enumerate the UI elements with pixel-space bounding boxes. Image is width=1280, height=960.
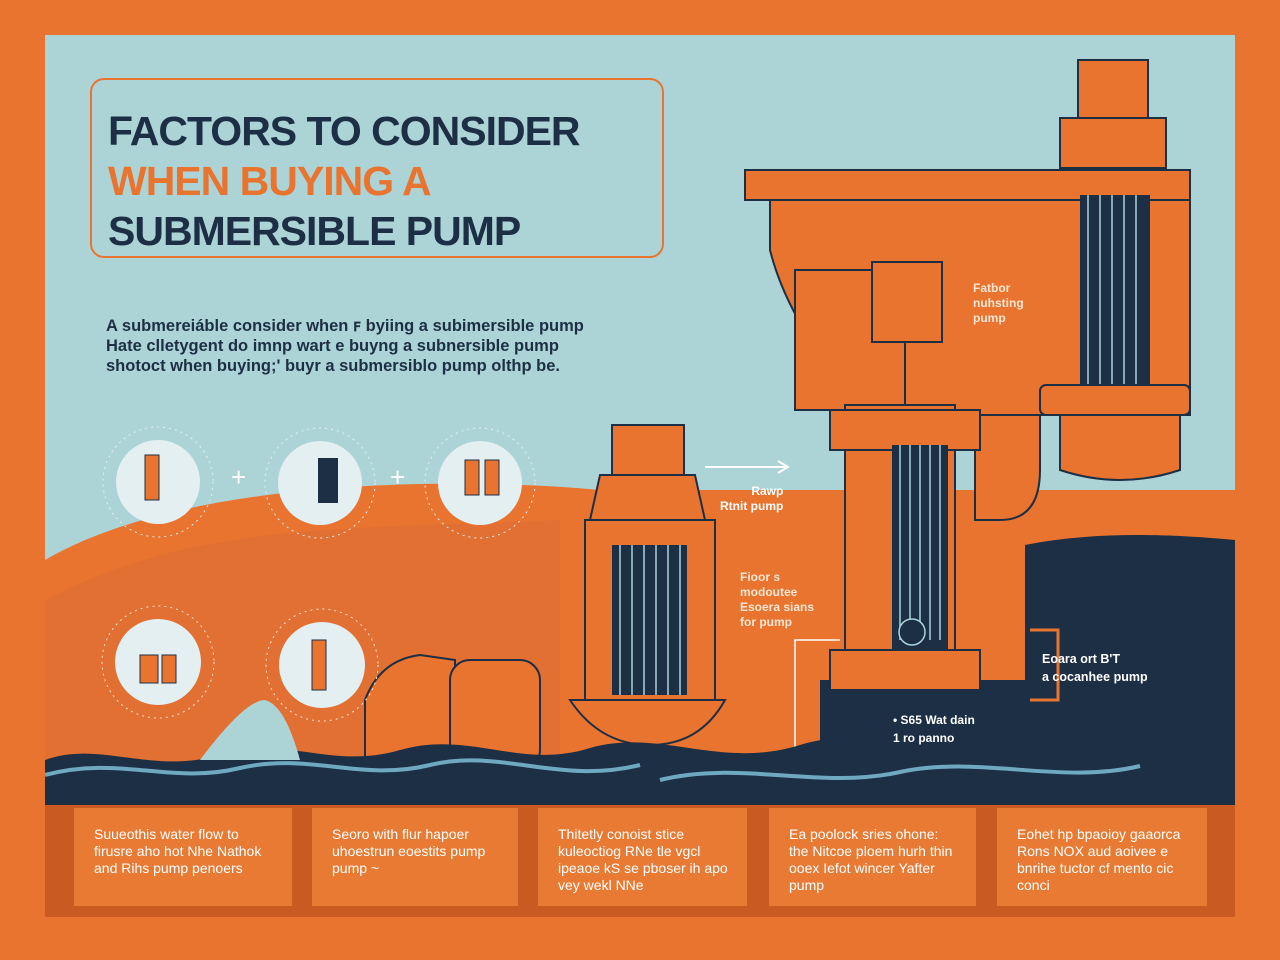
label-line: Rtnit pump [720, 499, 784, 513]
intro-paragraph: A submereiáble consider when ꜰ byiing a … [106, 317, 584, 375]
label-line: a cocanhee pump [1042, 670, 1148, 684]
factor-card: Eohet hp bpaoioy gaaorca Rons NOX aud ao… [997, 808, 1207, 906]
plus-sign: + [390, 462, 406, 492]
label-dark-right: Eoara ort B'T a cocanhee pump [1042, 650, 1148, 686]
factor-card: Suueothis water flow to firusre aho hot … [74, 808, 292, 906]
plus-sign: + [231, 462, 247, 492]
label-line: nuhsting [973, 296, 1024, 310]
label-line: Rawp [751, 484, 784, 498]
motor-coils-top [1080, 195, 1150, 390]
motor-coils-small [612, 545, 687, 695]
label-dark-bottom: • S65 Wat dain 1 ro panno [893, 711, 975, 747]
factor-card: Thitetly conoist stice kuleoctiog RNe tl… [538, 808, 747, 906]
feature-circles [101, 426, 536, 722]
label-arrow: Rawp Rtnit pump [720, 484, 783, 514]
title-line-2: WHEN BUYING A [108, 158, 432, 204]
navy-hill [820, 535, 1235, 805]
label-line: • S65 Wat dain [893, 713, 975, 727]
label-line: Fatbor [973, 281, 1011, 295]
label-line: modoutee [740, 585, 798, 599]
water-waves [45, 736, 1235, 805]
label-top-right: Fatbor nuhsting pump [973, 281, 1024, 326]
infographic-panel [45, 35, 1235, 805]
label-line: pump [973, 311, 1006, 325]
title-box [90, 78, 664, 258]
label-line: Esoera sians [740, 600, 815, 614]
label-line: 1 ro panno [893, 731, 955, 745]
factor-card: Seoro with flur hapoer uhoestrun eoestit… [312, 808, 518, 906]
label-line: for pump [740, 615, 792, 629]
factor-card: Ea poolock sries ohone: the Nitcoe ploem… [769, 808, 976, 906]
label-line: Eoara ort B'T [1042, 652, 1120, 666]
label-middle: Fioor s modoutee Esoera sians for pump [740, 570, 814, 630]
label-line: Fioor s [740, 570, 781, 584]
title-line-1: FACTORS TO CONSIDER [108, 108, 581, 154]
title-line-3: SUBMERSIBLE PUMP [108, 208, 521, 254]
pump-illustration [45, 59, 1235, 805]
